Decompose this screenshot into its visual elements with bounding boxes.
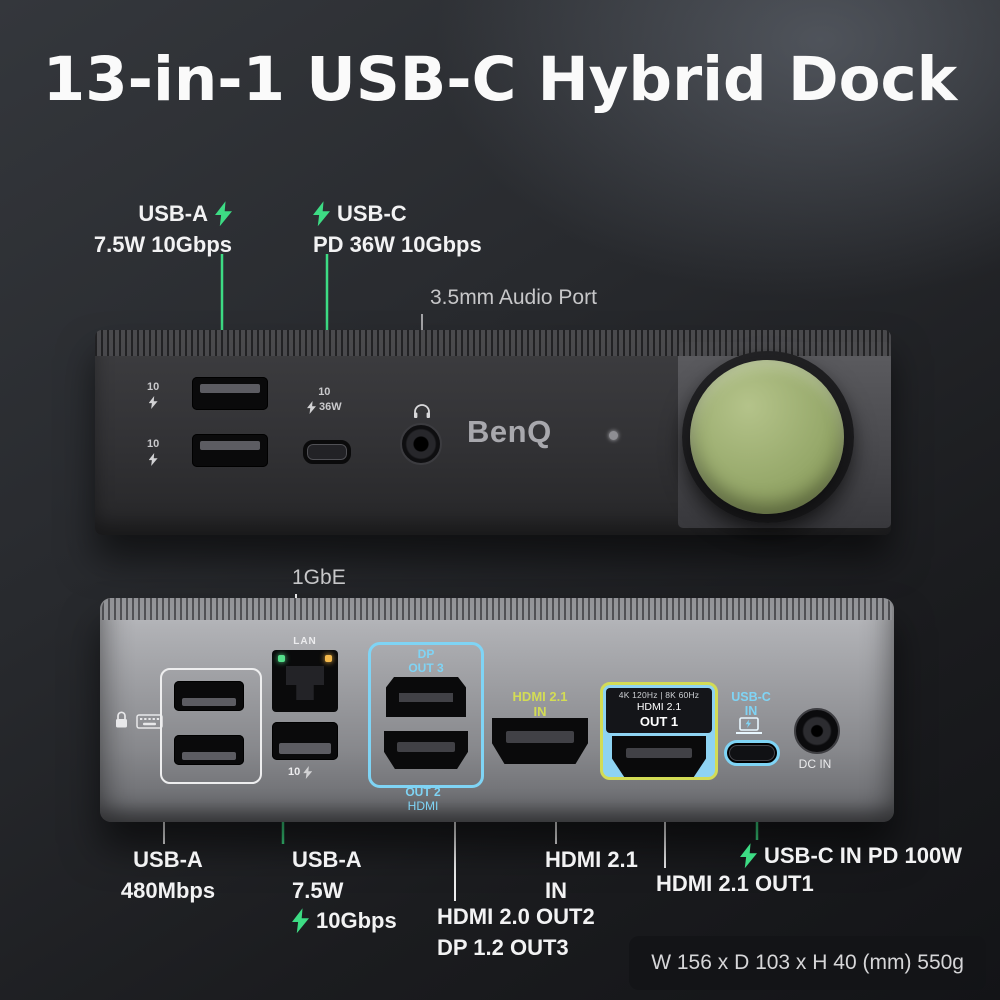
video-out-group: DP OUT 3 [368,642,484,788]
usb-a2-marking: 10 [147,439,159,466]
lan-socket [286,666,324,700]
lock-icon [114,710,129,730]
usb-speed-text: 10 [147,438,160,450]
usb-a-port-1 [192,377,268,410]
callout-lan: 1GbE [292,566,346,589]
bolt-print-icon [307,401,316,414]
usb-a-frame [160,668,262,784]
lightning-bolt-icon [313,201,330,227]
callout-usb-a-front: USB-A 7.5W 10Gbps [72,200,232,258]
usb-c-in-print-label: USB-C IN [731,690,771,719]
callout-usb-a-480: USB-A 480Mbps [103,846,233,904]
usb-a-port-rear-10g [272,722,338,760]
volume-knob [690,360,844,514]
laptop-charging-icon [734,716,764,736]
lan-led-green [278,655,285,662]
callout-line: DP 1.2 OUT3 [437,934,569,960]
dc-in-label: DC IN [798,757,832,771]
callout-line: USB-C IN PD 100W [764,843,963,868]
lan-port [272,650,338,712]
bolt-print-icon [148,396,158,409]
callout-line: USB-A [292,847,362,872]
callout-hdmi-out1: HDMI 2.1 OUT1 [656,870,814,898]
headphone-icon [413,403,431,419]
usb-speed-text: 10 [147,381,160,393]
hdmi-out1-spec: 4K 120Hz | 8K 60Hz [618,690,700,700]
callout-line: USB-A [133,847,203,872]
callout-line: HDMI 2.1 [545,847,638,872]
callout-usb-a-line2: 7.5W 10Gbps [93,231,232,257]
heatsink-ribs-rear [102,598,892,620]
hdmi-out1-line2: OUT 1 [639,713,679,729]
dock-rear-view: LAN 10 DP OUT 3 OUT 2 HDMI HDMI 2.1 [100,598,894,822]
usb-c-watt-text: 36W [319,401,342,413]
dimensions-badge: W 156 x D 103 x H 40 (mm) 550g [629,936,986,990]
lightning-bolt-icon [292,908,309,934]
hdmi-out1-group: 4K 120Hz | 8K 60Hz HDMI 2.1 OUT 1 [600,682,718,780]
usb-c-port-front [303,440,351,464]
callout-audio-port: 3.5mm Audio Port [430,286,597,309]
callout-line: HDMI 2.0 OUT2 [437,904,595,929]
audio-jack-port [400,423,442,465]
hdmi-out1-line1: HDMI 2.1 [636,700,682,713]
callout-hdmi-out23: HDMI 2.0 OUT2 DP 1.2 OUT3 [437,903,595,961]
lan-print-label: LAN [293,636,317,647]
lightning-bolt-icon [740,843,757,869]
callout-usb-c-line1: USB-C [337,201,407,226]
usb-speed-text: 10 [288,766,301,778]
callout-usb-c-front: USB-C PD 36W 10Gbps [313,200,482,258]
usb-a-port-rear-2 [174,735,244,765]
brand-logo: BenQ [467,414,552,449]
callout-usb-a-75: USB-A 7.5W 10Gbps [292,846,397,935]
callout-usb-c-line2: PD 36W 10Gbps [313,231,482,257]
hdmi-in-port [492,718,588,764]
callout-line: IN [545,877,567,903]
usb-speed-text: 10 [318,386,331,398]
hdmi-in-print-label: HDMI 2.1 IN [512,689,568,719]
lan-led-amber [325,655,332,662]
callout-line: 10Gbps [316,908,397,933]
page-title: 13-in-1 USB-C Hybrid Dock [42,44,958,115]
dc-in-port [794,708,840,754]
dp-out3-label: DP OUT 3 [408,647,444,675]
usb-c-marking: 10 36W [307,387,342,414]
lightning-bolt-icon [215,201,232,227]
callout-line: 7.5W [292,877,344,903]
callout-line: 480Mbps [120,877,216,903]
usb-a-port-2 [192,434,268,467]
callout-usb-a-line1: USB-A [138,201,208,226]
usb-c-in-port [724,740,780,766]
bolt-print-icon [148,453,158,466]
displayport-out3 [386,677,466,717]
status-led [609,431,618,440]
usb-10g-marking: 10 [288,766,313,779]
hdmi-out1-port [612,736,706,777]
hdmi-out1-panel: 4K 120Hz | 8K 60Hz HDMI 2.1 OUT 1 [606,688,712,733]
dock-front-view: 10 10 10 36W BenQ [95,330,891,535]
bolt-print-icon [303,766,313,779]
callout-line: HDMI 2.1 OUT1 [656,871,814,896]
usb-a-port-rear-1 [174,681,244,711]
hdmi-out2-port [384,731,468,769]
out2-hdmi-label: OUT 2 HDMI [405,785,441,813]
usb-a1-marking: 10 [147,382,159,409]
callout-hdmi-in: HDMI 2.1 IN [545,846,638,904]
callout-usb-c-in: USB-C IN PD 100W [740,842,962,870]
keyboard-icon [136,714,163,729]
